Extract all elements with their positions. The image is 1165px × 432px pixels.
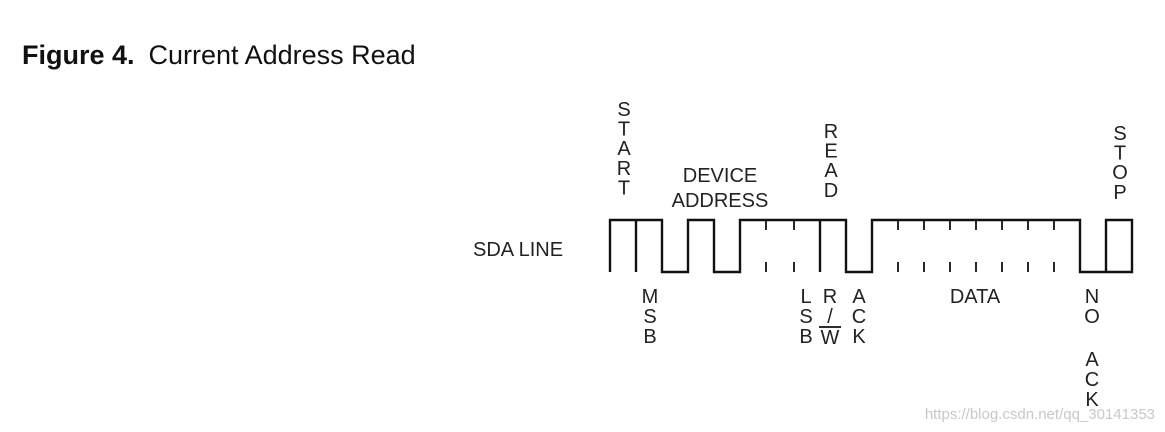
rw-slash-label: /: [827, 306, 833, 328]
figure-title: Figure 4. Current Address Read: [22, 40, 416, 71]
watermark: https://blog.csdn.net/qq_30141353: [925, 406, 1155, 423]
sda-waveform: [608, 218, 1134, 274]
rw-r-label: R: [823, 286, 837, 308]
sda-line-label: SDA LINE: [473, 239, 563, 261]
figure-caption: Current Address Read: [148, 40, 416, 70]
figure-label: Figure 4.: [22, 40, 135, 70]
rw-w-label: W: [821, 327, 840, 349]
waveform-path: [608, 218, 1134, 274]
device-address-label-line2: ADDRESS: [672, 190, 769, 212]
data-label: DATA: [950, 286, 1001, 308]
device-address-label-line1: DEVICE: [683, 165, 757, 187]
